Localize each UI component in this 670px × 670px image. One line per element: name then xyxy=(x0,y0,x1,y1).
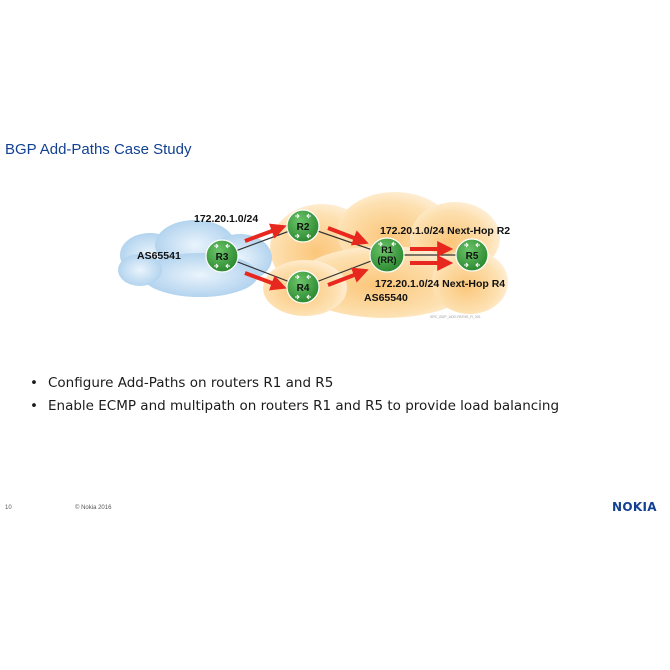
router-r1[interactable]: R1 (RR) xyxy=(369,237,405,273)
image-ref-label: SRC_BGP_ADD-PATHS_R_001 xyxy=(430,315,481,319)
router-r2[interactable]: R2 xyxy=(286,209,320,243)
arrow-r3-r4 xyxy=(244,271,287,291)
page-number: 10 xyxy=(5,505,12,511)
as65541-label: AS65541 xyxy=(137,250,181,262)
bullet-item: •Configure Add-Paths on routers R1 and R… xyxy=(30,375,334,391)
router-r3[interactable]: R3 xyxy=(205,239,239,273)
route-arrows xyxy=(244,223,454,291)
router-r4-label: R4 xyxy=(297,283,310,294)
router-icon xyxy=(214,243,230,269)
router-icon xyxy=(464,242,480,268)
next-hop-r2-label: 172.20.1.0/24 Next-Hop R2 xyxy=(380,225,510,237)
bullet-text: Configure Add-Paths on routers R1 and R5 xyxy=(48,375,334,391)
arrow-r4-r1 xyxy=(327,267,369,287)
as65540-label: AS65540 xyxy=(364,292,408,304)
router-r4[interactable]: R4 xyxy=(286,270,320,304)
router-icon xyxy=(295,274,311,300)
slide-title: BGP Add-Paths Case Study xyxy=(5,141,192,158)
nokia-logo: NOKIA xyxy=(612,500,657,514)
bullet-item: •Enable ECMP and multipath on routers R1… xyxy=(30,398,560,414)
bullet-text: Enable ECMP and multipath on routers R1 … xyxy=(48,398,560,414)
router-icon xyxy=(378,241,396,247)
bullet-list: •Configure Add-Paths on routers R1 and R… xyxy=(30,372,559,418)
router-icon xyxy=(295,213,311,239)
router-r2-label: R2 xyxy=(297,222,310,233)
router-r3-label: R3 xyxy=(216,252,229,263)
router-r5[interactable]: R5 xyxy=(455,238,489,272)
arrow-r3-r2 xyxy=(244,223,287,243)
router-r5-label: R5 xyxy=(466,251,479,262)
next-hop-r4-label: 172.20.1.0/24 Next-Hop R4 xyxy=(375,278,505,290)
copyright: © Nokia 2016 xyxy=(75,505,112,511)
router-r1-label: R1 xyxy=(381,245,393,255)
arrow-r2-r1 xyxy=(327,226,369,246)
router-r1-role-label: (RR) xyxy=(378,255,397,265)
prefix-label: 172.20.1.0/24 xyxy=(194,213,258,225)
